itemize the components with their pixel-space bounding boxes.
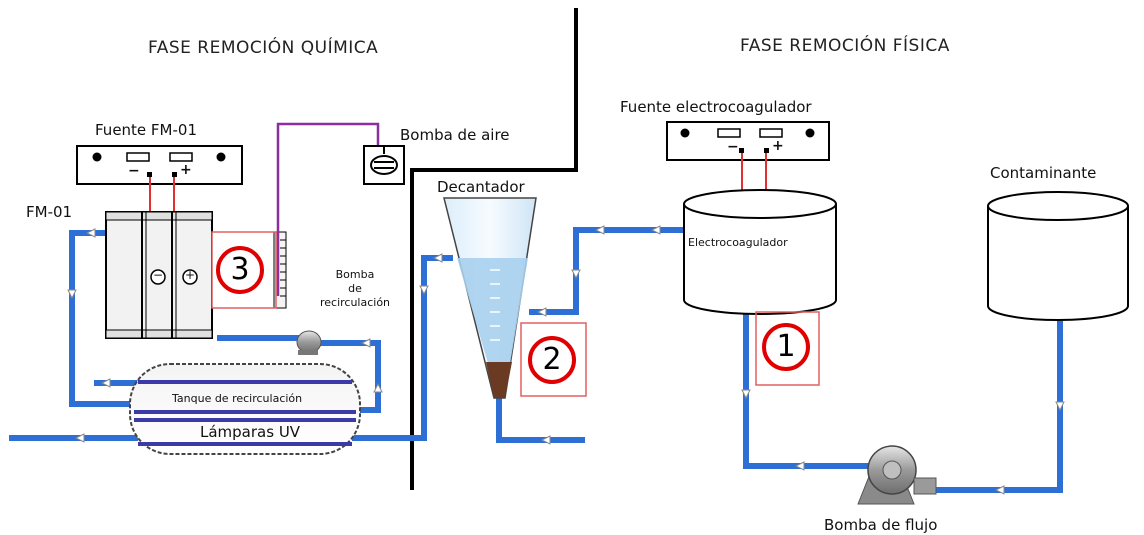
power-supply-fm01 — [76, 145, 243, 185]
phase-physical-title: FASE REMOCIÓN FÍSICA — [740, 36, 950, 56]
phase-divider — [410, 8, 578, 490]
marker-circles — [216, 246, 810, 384]
fm01-minus-mark: − — [128, 163, 140, 179]
electro-minus-mark: − — [727, 139, 739, 155]
flow-pump — [857, 445, 937, 505]
contaminant-tank — [987, 191, 1129, 321]
flow-arrows — [67, 225, 1065, 495]
bomba-recirculacion-line3: recirculación — [319, 296, 391, 309]
air-line — [276, 122, 380, 296]
negative-electrode-symbol: − — [152, 268, 164, 282]
bomba-flujo-label: Bomba de flujo — [824, 516, 938, 534]
recirculation-pump — [296, 330, 322, 355]
bomba-recirculacion-line1: Bomba — [335, 268, 375, 281]
electrocoagulador-label: Electrocoagulador — [688, 236, 788, 249]
decantador-label: Decantador — [437, 178, 525, 196]
electro-plus-mark: + — [772, 138, 784, 154]
wires-fm01 — [149, 177, 175, 214]
bomba-recirculacion-label: Bomba de recirculación — [300, 268, 410, 310]
air-pump — [363, 145, 405, 185]
pipes-physical — [496, 227, 1063, 493]
positive-electrode-symbol: + — [184, 268, 196, 282]
fuente-electro-label: Fuente electrocoagulador — [620, 98, 812, 116]
fuente-fm01-label: Fuente FM-01 — [95, 121, 197, 139]
lamparas-label: Lámparas UV — [200, 423, 301, 441]
tanque-label: Tanque de recirculación — [172, 392, 303, 405]
bomba-aire-label: Bomba de aire — [400, 126, 510, 144]
phase-chemical-title: FASE REMOCIÓN QUÍMICA — [148, 38, 379, 58]
recirculation-tank — [129, 363, 361, 455]
power-supply-electro — [666, 121, 830, 161]
electrocoagulator-tank — [683, 189, 837, 315]
decanter — [443, 197, 537, 399]
marker-1: 1 — [776, 329, 796, 364]
marker-boxes — [211, 231, 820, 397]
marker-2: 2 — [542, 342, 562, 377]
wires-electro — [741, 153, 767, 190]
fm01-label: FM-01 — [26, 203, 73, 221]
bomba-recirculacion-line2: de — [348, 282, 362, 295]
fm01-plus-mark: + — [180, 162, 192, 178]
contaminante-label: Contaminante — [990, 164, 1097, 182]
marker-3: 3 — [230, 252, 250, 287]
